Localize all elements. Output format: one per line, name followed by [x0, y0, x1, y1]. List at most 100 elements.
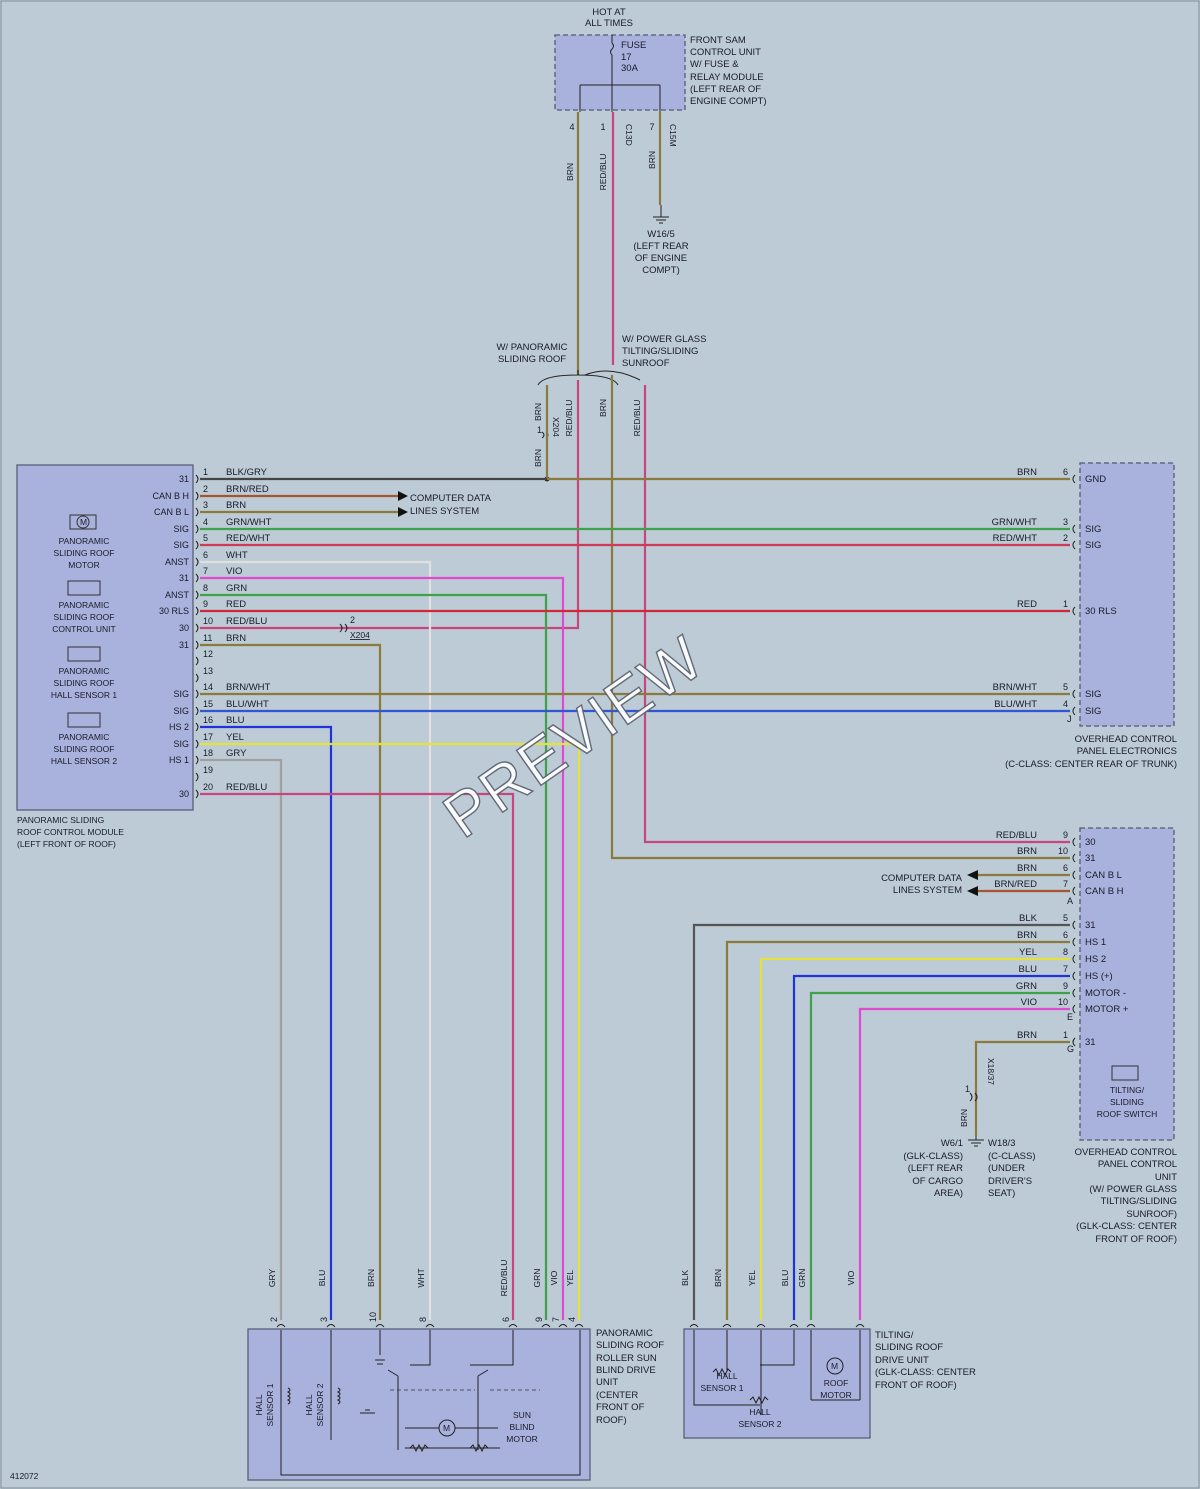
module-pin-color: BLK/GRY [226, 467, 268, 478]
front-sam-label-5: (LEFT REAR OF [690, 84, 761, 95]
du-wire-color: VIO [846, 1270, 856, 1285]
du-name-1: TILTING/ [875, 1330, 914, 1341]
ocu-data-lines-1: COMPUTER DATA [881, 873, 963, 884]
terminal-icon [195, 557, 199, 567]
module-pin-num: 18 [203, 748, 213, 758]
module-name-3: (LEFT FRONT OF ROOF) [17, 839, 116, 849]
terminal-icon [558, 1324, 568, 1328]
module-pin-color: RED/BLU [226, 616, 267, 627]
terminal-icon [1072, 706, 1076, 716]
module-pin-color: YEL [226, 732, 244, 743]
comp-hs2-label-3: HALL SENSOR 2 [51, 756, 118, 766]
ocu-pin-color: BLU [1019, 964, 1038, 975]
ground1-4: OF CARGO [912, 1176, 963, 1187]
ground1-3: (LEFT REAR [908, 1163, 963, 1174]
splice-right-label-1: W/ POWER GLASS [622, 334, 706, 345]
motor-icon [826, 1357, 844, 1375]
sb-motor-m: M [443, 1423, 450, 1433]
terminal-icon [789, 1324, 799, 1328]
terminal-icon [375, 1324, 385, 1328]
sb-pin-num: 10 [368, 1312, 378, 1322]
terminal-icon [1072, 540, 1076, 550]
connector-c13d: C13D [624, 124, 634, 146]
terminal-icon [326, 1324, 336, 1328]
sensor-coil-icon [286, 1387, 341, 1405]
switch-icon [1111, 1065, 1139, 1081]
connector-c15m: C15M [668, 124, 678, 147]
ope-pin-color: RED [1017, 599, 1037, 610]
ocu-pin-fn: HS (+) [1085, 971, 1113, 982]
terminal-icon [1072, 606, 1076, 616]
module-pin-num: 20 [203, 782, 213, 792]
module-pin-fn: CAN B H [152, 491, 189, 501]
du-name-5: FRONT OF ROOF) [875, 1380, 957, 1391]
module-pin-fn: ANST [165, 590, 190, 600]
terminal-icon [195, 689, 199, 699]
ocu-conn-g: G [1067, 1044, 1074, 1054]
module-pin-fn: SIG [173, 706, 189, 716]
module-pin-num: 9 [203, 599, 208, 609]
terminal-icon [276, 1324, 286, 1328]
module-pin-fn: 31 [179, 573, 189, 583]
module-pin-num: 17 [203, 732, 213, 742]
module-pin-num: 19 [203, 765, 213, 775]
du-motor-2: MOTOR [820, 1390, 851, 1400]
fuse-number: 17 [621, 52, 632, 63]
ocu-pin-num: 5 [1063, 913, 1068, 923]
splice-wire-red-blu-2: RED/BLU [632, 400, 642, 437]
terminal-icon [806, 1324, 816, 1328]
sb-wire-color: BRN [366, 1269, 376, 1287]
module-pin-color: RED [226, 599, 246, 610]
x18-pin: 1 [965, 1084, 970, 1094]
front-sam-label-4: RELAY MODULE [690, 72, 764, 83]
sb-wire-color: GRN [532, 1269, 542, 1288]
sb-pin-num: 2 [269, 1317, 279, 1322]
module-name-1: PANORAMIC SLIDING [17, 815, 104, 825]
ground-w16-5-3: OF ENGINE [635, 253, 687, 264]
ocu-conn-a: A [1067, 896, 1073, 906]
motor-icon [76, 515, 90, 529]
overhead-control-panel-unit: TILTING/ SLIDING ROOF SWITCH A E G OVERH… [1067, 827, 1177, 1245]
ocu-pin-num: 9 [1063, 981, 1068, 991]
ocu-pin-num: 1 [1063, 1030, 1068, 1040]
ope-pin-num: 2 [1063, 533, 1068, 543]
ocu-pin-fn: CAN B L [1085, 870, 1122, 881]
terminal-icon [855, 1324, 865, 1328]
ocu-name-1: OVERHEAD CONTROL [1075, 1147, 1177, 1158]
terminal-icon [195, 590, 199, 600]
ocu-name-5: TILTING/SLIDING [1101, 1196, 1177, 1207]
sb-hall1-1: HALL [254, 1394, 264, 1416]
du-hall1-2: SENSOR 1 [701, 1383, 744, 1393]
terminal-icon [1072, 920, 1076, 930]
fuse-icon [610, 35, 614, 75]
sb-name-5: UNIT [596, 1377, 618, 1388]
ocu-pin-num: 10 [1058, 997, 1068, 1007]
terminal-icon [195, 491, 199, 501]
panoramic-roof-control-module: M PANORAMIC SLIDING ROOF MOTOR PANORAMIC… [16, 464, 194, 849]
front-sam-label-1: FRONT SAM [690, 35, 746, 46]
ground-icon [653, 205, 669, 224]
module-data-lines-1: COMPUTER DATA [410, 493, 492, 504]
comp-cu-label-2: SLIDING ROOF [54, 612, 115, 622]
switch-label-3: ROOF SWITCH [1097, 1109, 1157, 1119]
module-pin-num: 11 [203, 633, 212, 643]
ope-pin-color: BRN [1017, 467, 1037, 478]
module-pin-num: 14 [203, 682, 213, 692]
terminal-icon [195, 524, 199, 534]
ground1-1: W6/1 [941, 1138, 963, 1149]
sb-pin-num: 3 [319, 1317, 329, 1322]
tilting-roof-drive-unit: TILTING/ SLIDING ROOF DRIVE UNIT (GLK-CL… [683, 1328, 976, 1439]
terminal-icon [1072, 971, 1076, 981]
ocu-pin-num: 7 [1063, 964, 1068, 974]
x204-pin-1: 1 [537, 425, 542, 435]
sb-hall1-2: SENSOR 1 [265, 1383, 275, 1426]
module-pin-fn: SIG [173, 689, 189, 699]
ground2-1: W18/3 [988, 1138, 1015, 1149]
module-pin-num: 4 [203, 517, 208, 527]
terminal-icon [508, 1324, 518, 1328]
ground2-3: (UNDER [988, 1163, 1025, 1174]
module-pin-num: 13 [203, 666, 213, 676]
